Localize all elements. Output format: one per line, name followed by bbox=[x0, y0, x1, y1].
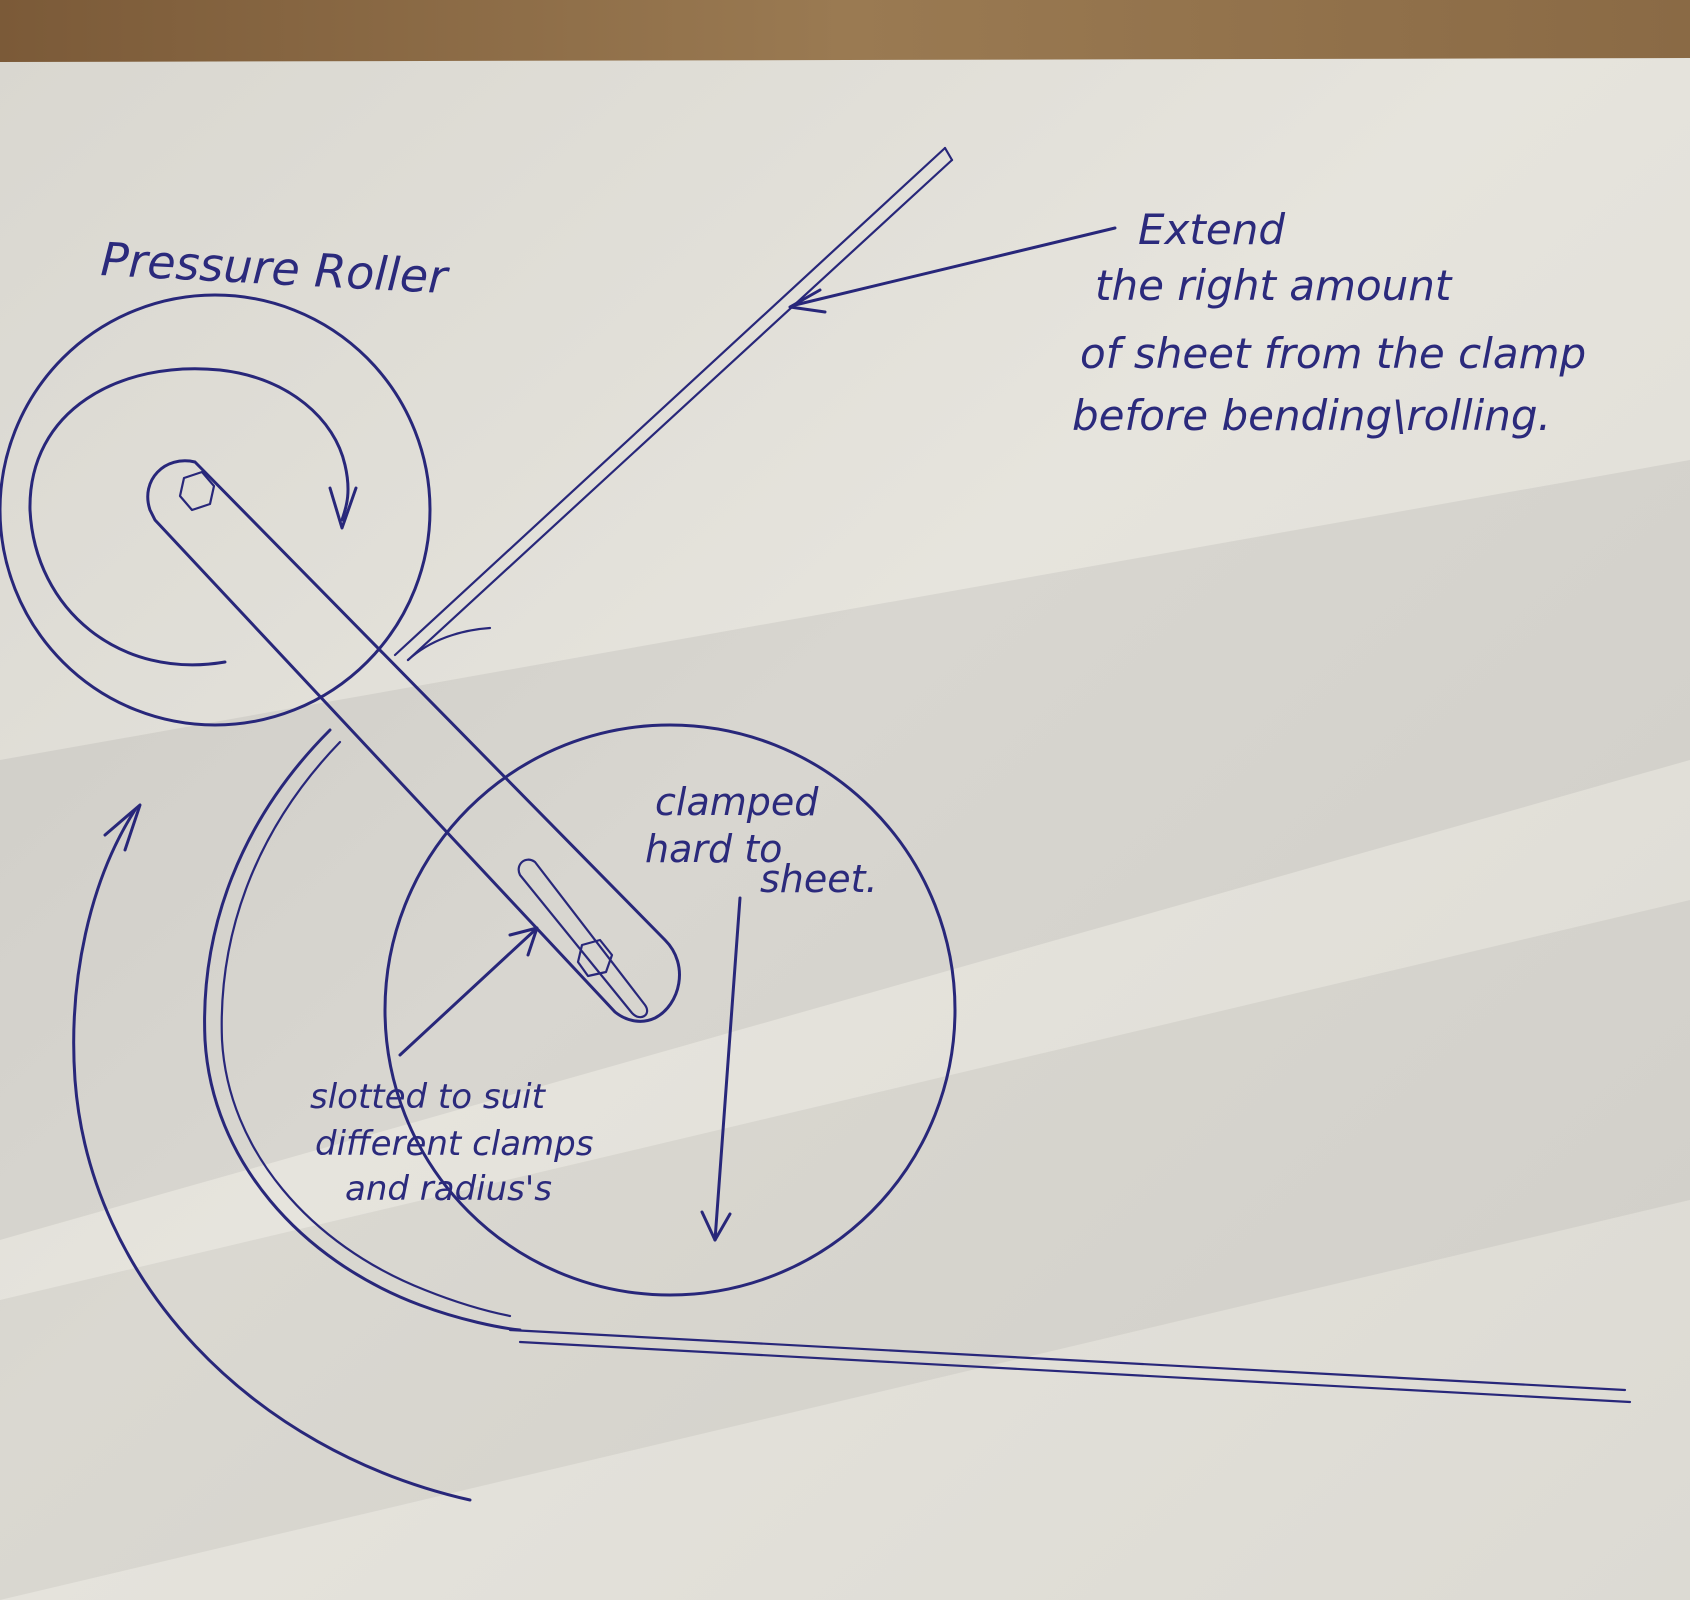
label-clamped-line1: clamped bbox=[655, 780, 819, 824]
wooden-table-edge bbox=[0, 0, 1690, 70]
label-slotted-line2: different clamps bbox=[315, 1124, 593, 1164]
clamp-roller-circle bbox=[383, 723, 957, 1297]
label-extend-line4: before bending\rolling. bbox=[1072, 391, 1551, 440]
sheet-bent-inner bbox=[220, 740, 512, 1318]
paper-sheet bbox=[0, 58, 1690, 1600]
rotation-arrow-path bbox=[28, 367, 350, 667]
label-clamped-line3: sheet. bbox=[760, 857, 878, 901]
label-extend-line1: Extend bbox=[1138, 205, 1285, 254]
clamp-pointer-head bbox=[700, 1210, 732, 1242]
extend-pointer-head bbox=[788, 288, 827, 314]
sheet-extended-line-1 bbox=[393, 146, 947, 657]
label-clamped-line2: hard to bbox=[645, 827, 782, 871]
sheet-extended-end bbox=[943, 146, 954, 162]
label-slotted-line1: slotted to suit bbox=[310, 1077, 547, 1117]
sheet-flat-line-2 bbox=[518, 1340, 1632, 1404]
bending-direction-arrow bbox=[72, 808, 472, 1502]
arm-slot bbox=[517, 858, 649, 1019]
sheet-curve-top bbox=[406, 626, 492, 662]
slot-hex-nut bbox=[576, 938, 614, 978]
sheet-flat-line-1 bbox=[508, 1328, 1627, 1392]
bending-direction-arrow-head bbox=[103, 803, 142, 852]
connecting-arm bbox=[146, 459, 681, 1023]
rotation-arrow-head bbox=[328, 486, 358, 530]
shadow-band bbox=[0, 460, 1690, 1240]
label-slotted-line3: and radius's bbox=[345, 1169, 552, 1209]
label-extend-line2: the right amount bbox=[1095, 261, 1453, 310]
sheet-extended-line-2 bbox=[406, 158, 954, 662]
pressure-roller-circle bbox=[0, 293, 432, 727]
label-extend-line3: of sheet from the clamp bbox=[1080, 329, 1586, 378]
clamp-pointer-line bbox=[713, 896, 742, 1242]
extend-pointer-line bbox=[793, 226, 1117, 307]
sheet-bent-outer bbox=[203, 728, 522, 1332]
pivot-hex-nut-top bbox=[178, 470, 216, 512]
shadow-band-lower bbox=[0, 900, 1690, 1600]
slot-pointer-head bbox=[508, 926, 539, 957]
slot-pointer-line bbox=[398, 928, 537, 1057]
